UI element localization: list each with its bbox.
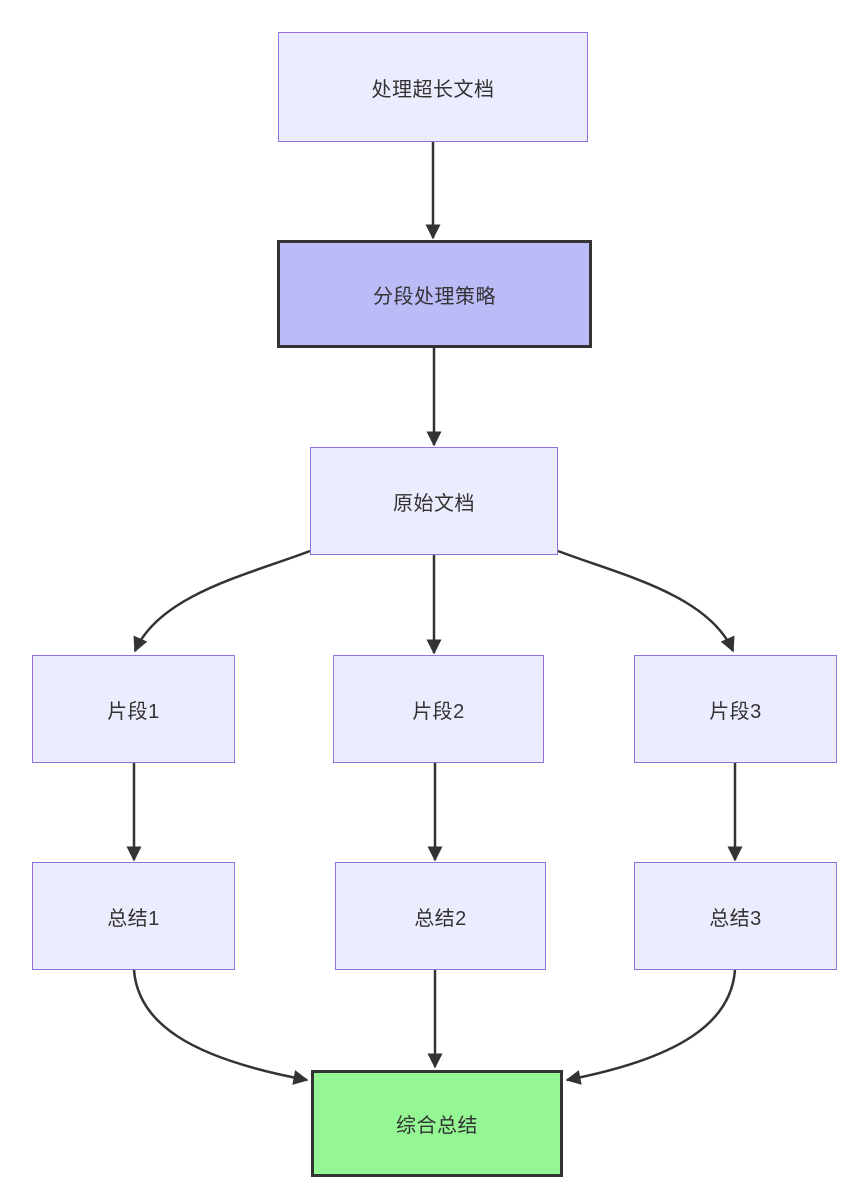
edge-summary1-to-final-summary (132, 969, 309, 1085)
node-label: 原始文档 (393, 492, 475, 515)
node-label: 综合总结 (396, 1115, 478, 1137)
node-label: 片段2 (412, 700, 465, 723)
edge-summary3-to-final-summary (565, 969, 737, 1085)
node-label: 分段处理策略 (373, 285, 496, 308)
node-label: 片段3 (709, 700, 762, 723)
node-label: 处理超长文档 (371, 78, 495, 101)
node-summary1: 总结1 (32, 862, 235, 970)
node-label: 总结1 (107, 907, 160, 930)
node-fragment3: 片段3 (634, 655, 837, 763)
node-summary3: 总结3 (634, 862, 837, 970)
edge-original-doc-to-fragment3 (557, 549, 735, 653)
node-label: 片段1 (107, 700, 160, 723)
node-fragment2: 片段2 (333, 655, 544, 763)
node-final-summary: 综合总结 (311, 1070, 563, 1177)
node-label: 总结2 (414, 907, 467, 930)
node-segmentation-strategy: 分段处理策略 (277, 240, 592, 348)
node-process-long-doc: 处理超长文档 (278, 32, 588, 142)
node-summary2: 总结2 (335, 862, 546, 970)
edge-original-doc-to-fragment1 (133, 549, 311, 653)
node-original-doc: 原始文档 (310, 447, 558, 555)
node-label: 总结3 (709, 907, 762, 930)
node-fragment1: 片段1 (32, 655, 235, 763)
